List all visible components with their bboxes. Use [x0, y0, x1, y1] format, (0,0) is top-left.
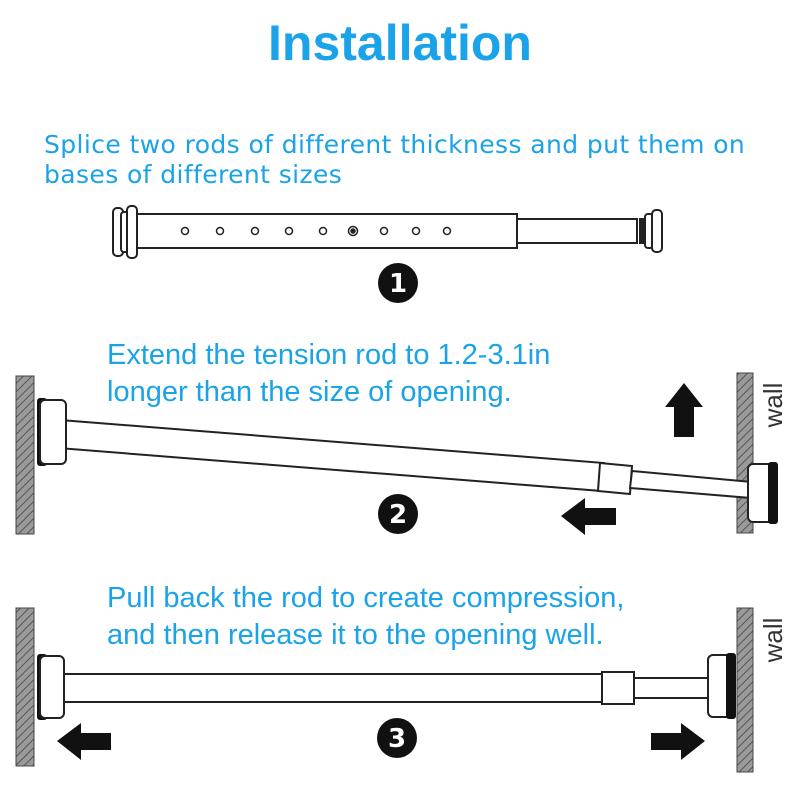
right-wall-3	[736, 607, 754, 773]
circled-number-2-icon: 2	[378, 494, 418, 534]
left-rod-base	[37, 398, 67, 466]
tilted-thick-rod	[56, 418, 606, 493]
step-1-rod-assembly	[112, 205, 663, 259]
step-2-instruction: Extend the tension rod to 1.2-3.1in long…	[107, 337, 687, 411]
tilted-thin-rod	[628, 469, 754, 500]
thin-rod-3	[633, 677, 713, 699]
left-rod-base-3	[37, 654, 65, 720]
svg-text:3: 3	[388, 724, 406, 754]
right-rod-base	[747, 462, 778, 524]
arrow-up-icon	[665, 383, 703, 437]
step-1-line-2: bases of different sizes	[44, 160, 343, 189]
step-3-rod-assembly	[37, 653, 736, 720]
left-wall-3	[15, 607, 35, 767]
step-2-line-2: longer than the size of opening.	[107, 376, 512, 408]
step-2-rod-assembly	[37, 398, 778, 524]
svg-text:2: 2	[389, 500, 407, 530]
step-2-line-1: Extend the tension rod to 1.2-3.1in	[107, 339, 551, 371]
arrow-left-icon-3	[57, 723, 111, 760]
arrow-right-icon	[651, 723, 705, 760]
wall-label-3: wall	[758, 618, 788, 664]
adjustment-holes	[180, 225, 452, 237]
step-1-instruction: Splice two rods of different thickness a…	[44, 130, 784, 190]
step-1-line-1: Splice two rods of different thickness a…	[44, 130, 746, 159]
page-title: Installation	[268, 15, 532, 71]
left-end-cap	[112, 205, 138, 259]
step-3-line-1: Pull back the rod to create compression,	[107, 582, 625, 614]
step-3-line-2: and then release it to the opening well.	[107, 619, 604, 651]
right-end-cap	[639, 209, 663, 253]
wall-label: wall	[758, 383, 788, 429]
circled-number-1-icon: 1	[378, 263, 418, 303]
thin-rod	[516, 218, 638, 244]
circled-number-3-icon: 3	[377, 718, 417, 758]
left-wall	[15, 375, 35, 535]
svg-text:1: 1	[389, 269, 407, 299]
step-3-instruction: Pull back the rod to create compression,…	[107, 580, 727, 654]
thick-rod-3	[59, 673, 605, 703]
right-rod-base-3	[707, 653, 736, 719]
arrow-left-icon	[561, 498, 616, 535]
